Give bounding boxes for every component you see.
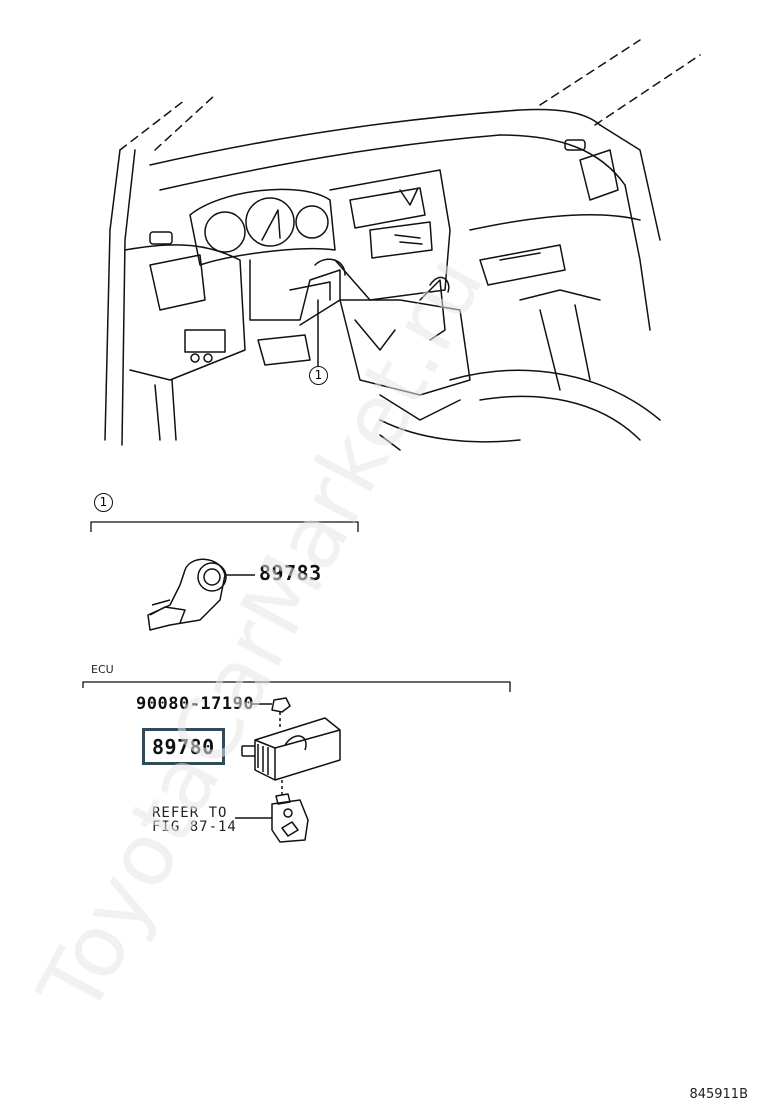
sensor-illustration <box>147 558 255 631</box>
section-bracket <box>90 521 359 532</box>
part-number-ecu: 89780 <box>142 728 225 765</box>
reference-line-2: FIG 87-14 <box>152 819 237 835</box>
ecu-illustration <box>235 697 341 843</box>
document-id: 845911B <box>689 1087 748 1102</box>
reference-line-1: REFER TO <box>152 805 228 821</box>
section-heading-ecu: ECU <box>91 663 114 676</box>
part-number-bolt: 90080-17190 <box>136 694 255 714</box>
section-marker: 1 <box>94 493 113 512</box>
reference-note: REFER TO FIG 87-14 <box>152 806 237 834</box>
dashboard-illustration <box>104 39 701 451</box>
part-number-sensor: 89783 <box>259 561 322 585</box>
section-bracket-ecu <box>82 681 511 692</box>
callout-marker: 1 <box>309 366 328 385</box>
